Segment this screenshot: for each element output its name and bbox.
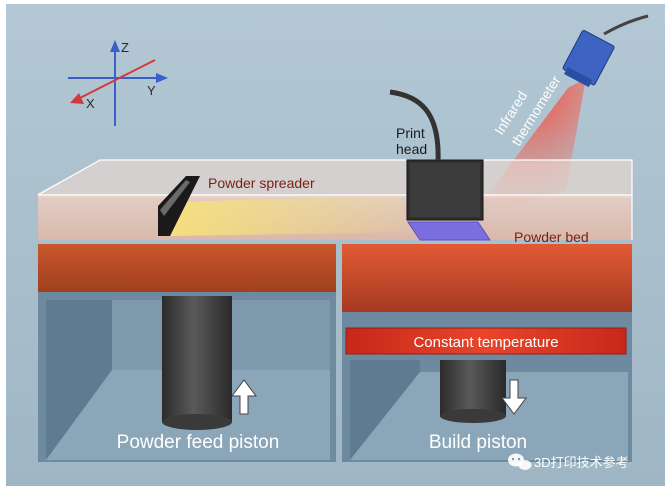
x-axis-label: X <box>86 96 95 111</box>
constant-temperature-label: Constant temperature <box>413 334 558 351</box>
build-piston-shaft <box>440 360 506 416</box>
powder-feed-piston-label: Powder feed piston <box>117 432 280 453</box>
thermometer-lens <box>564 66 593 88</box>
z-axis-arrow-icon <box>110 40 120 52</box>
powder-bed-label: Powder bed <box>514 229 589 245</box>
feed-piston <box>162 296 232 430</box>
printed-part <box>408 222 490 240</box>
build-piston <box>440 360 506 423</box>
watermark-text: 3D打印技术参考 <box>534 455 629 470</box>
y-axis-arrow-icon <box>156 73 168 83</box>
print-head-cable <box>389 89 441 163</box>
spreader-blade-highlight <box>160 180 190 216</box>
print-head <box>406 159 491 241</box>
print-head-label-line2: head <box>396 141 427 157</box>
powder-spreader-label: Powder spreader <box>208 175 315 191</box>
build-piston-label: Build piston <box>429 432 527 453</box>
feed-piston-shaft <box>162 296 232 422</box>
x-axis-arrow-icon <box>70 93 84 104</box>
z-axis-label: Z <box>121 40 129 55</box>
feed-chamber-side <box>46 300 112 460</box>
printed-part-outline <box>407 221 491 241</box>
print-head-face <box>410 163 480 217</box>
print-head-label-line1: Print <box>396 125 425 141</box>
build-chamber-side <box>350 360 420 460</box>
enclosure-edge <box>37 159 633 240</box>
watermark: 3D打印技术参考 <box>508 453 629 470</box>
y-axis-label: Y <box>147 83 156 98</box>
feed-powder-bed <box>38 244 336 292</box>
thermometer-cable <box>603 14 649 36</box>
spreader-blade-body <box>158 176 200 236</box>
axis-indicator: Z Y X <box>68 40 168 126</box>
build-piston-base <box>440 409 506 423</box>
arrow-up-icon <box>231 379 257 415</box>
heater-bar <box>345 327 627 355</box>
wechat-icon <box>508 453 532 470</box>
enclosure-back <box>38 160 632 198</box>
x-axis-line <box>79 59 156 99</box>
build-powder-bed <box>342 244 632 312</box>
spread-powder-layer <box>170 196 410 236</box>
arrow-down-icon <box>501 379 527 415</box>
powder-spreader-blade <box>158 176 200 236</box>
feed-piston-base <box>162 414 232 430</box>
